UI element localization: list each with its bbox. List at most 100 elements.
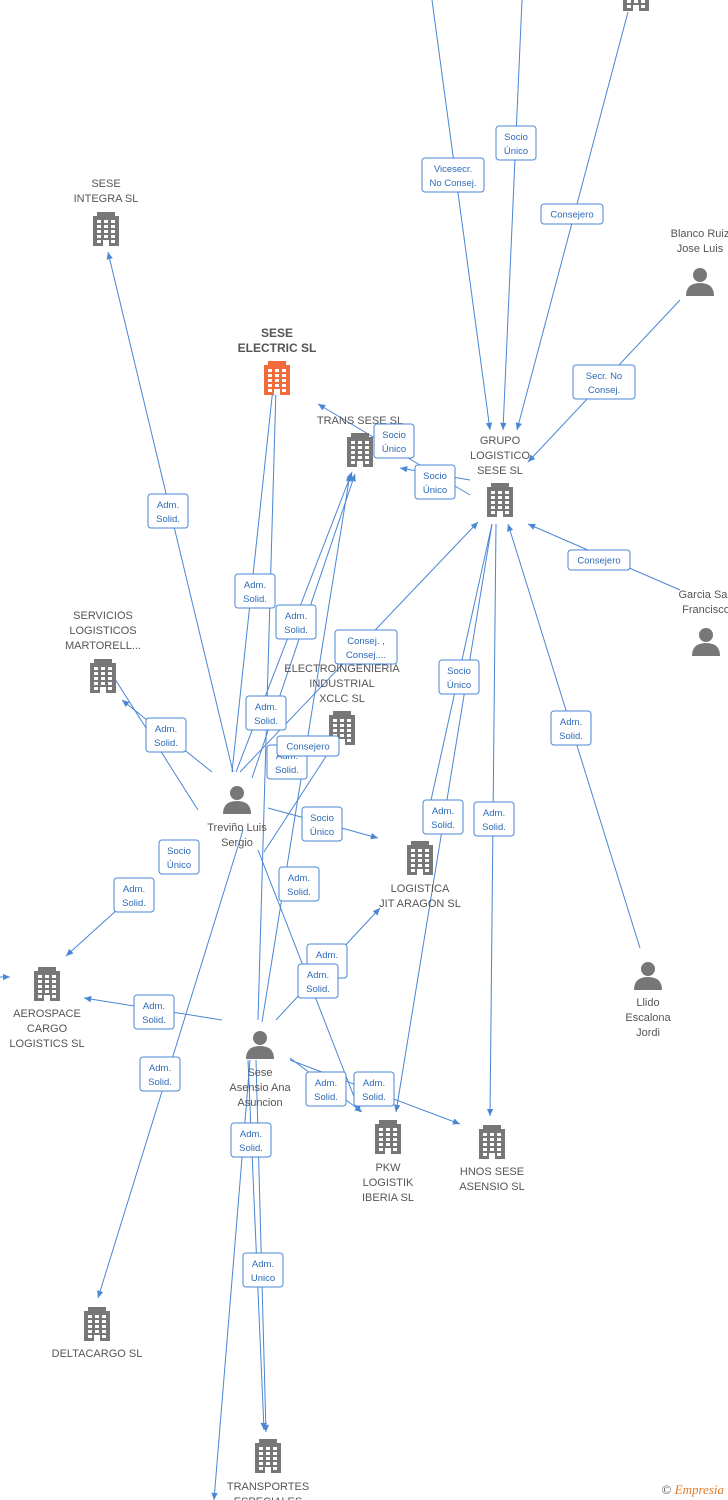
- node-label: Francisco: [682, 604, 728, 616]
- edge-label: Vicesecr. No Consej.: [421, 157, 485, 193]
- building-icon: [90, 659, 116, 693]
- node-label: HNOS SESE: [460, 1166, 524, 1178]
- edge-label: Adm. Solid.: [139, 1056, 181, 1092]
- node-label: MARTORELL...: [65, 640, 141, 652]
- company-node-transportes[interactable]: TRANSPORTESESPECIALES: [227, 1439, 309, 1500]
- edge-label: Consej. ,Consej....: [334, 629, 398, 665]
- edge-label-text: Adm.: [255, 702, 277, 713]
- person-icon: [246, 1031, 274, 1059]
- edge-label-text: Socio: [423, 471, 447, 482]
- node-label: Jose Luis: [677, 243, 724, 255]
- company-node-hnos[interactable]: HNOS SESE ASENSIO SL: [459, 1125, 525, 1193]
- edge-label: Consejero: [276, 735, 340, 757]
- edge-label-text: Consej.: [588, 385, 620, 396]
- edge-label-text: Consej. ,: [347, 636, 385, 647]
- edge-label-text: Solid.: [154, 738, 178, 749]
- edge-label: Adm.Solid.: [275, 604, 317, 640]
- edge-label-text: Solid.: [148, 1077, 172, 1088]
- building-icon: [34, 967, 60, 1001]
- building-icon: [93, 212, 119, 246]
- node-label: ESPECIALES: [234, 1496, 302, 1500]
- edge-label-text: Adm.: [483, 808, 505, 819]
- edge-label: Adm.Solid.: [147, 493, 189, 529]
- edge-label-text: Adm.: [143, 1001, 165, 1012]
- edge-label-text: Solid.: [243, 594, 267, 605]
- person-icon: [634, 962, 662, 990]
- node-label: LOGISTICOS: [69, 625, 136, 637]
- edge-label-text: Solid.: [275, 765, 299, 776]
- edge-label-text: Vicesecr.: [434, 164, 472, 175]
- node-label: INTEGRA SL: [74, 193, 139, 205]
- edge-line: [431, 0, 493, 431]
- node-label: Garcia San: [678, 589, 728, 601]
- edge-label-text: Solid.: [142, 1015, 166, 1026]
- edge-label-text: Socio: [504, 132, 528, 143]
- edge-label: Adm.Solid.: [297, 963, 339, 999]
- node-label: Llido: [636, 997, 659, 1009]
- edge-label-text: No Consej.: [430, 178, 477, 189]
- node-label: Escalona: [625, 1012, 671, 1024]
- edge-label-text: Solid.: [482, 822, 506, 833]
- edge-label-text: Solid.: [559, 731, 583, 742]
- edge-label: Adm. Solid.: [278, 866, 320, 902]
- edge-label-text: Adm.: [149, 1063, 171, 1074]
- edge-label-text: Consejero: [550, 210, 593, 221]
- edge-label-text: Socio: [382, 430, 406, 441]
- company-node-top1[interactable]: [623, 0, 649, 11]
- edge-label-text: Adm.: [288, 873, 310, 884]
- person-node-garcia[interactable]: Garcia SanFrancisco: [678, 589, 728, 656]
- node-label: LOGISTICS SL: [9, 1038, 84, 1050]
- edge-label-text: Solid.: [239, 1143, 263, 1154]
- company-node-deltacargo[interactable]: DELTACARGO SL: [52, 1307, 143, 1360]
- person-icon: [692, 628, 720, 656]
- node-label: JIT ARAGON SL: [379, 898, 461, 910]
- company-node-servicios[interactable]: SERVICIOS LOGISTICOS MARTORELL...: [65, 610, 141, 693]
- edge-label-text: Adm.: [240, 1129, 262, 1140]
- node-label: ASENSIO SL: [459, 1181, 524, 1193]
- edge-label-text: Único: [447, 680, 471, 691]
- building-icon: [347, 433, 373, 467]
- edge-label-text: Adm.: [123, 884, 145, 895]
- node-label: SERVICIOS: [73, 610, 133, 622]
- edge-label-text: Solid.: [287, 887, 311, 898]
- edge-label-text: Único: [382, 444, 406, 455]
- edge-label-text: Socio: [167, 846, 191, 857]
- node-label: LOGISTICO: [470, 450, 530, 462]
- edge-label-text: Adm.: [315, 1078, 337, 1089]
- edge-label-text: Adm.: [252, 1259, 274, 1270]
- edge-label-text: Solid.: [156, 514, 180, 525]
- node-label: SESE: [261, 326, 293, 340]
- building-icon: [407, 841, 433, 875]
- edge-label: Consejero: [540, 203, 604, 225]
- edge-label: Adm. Solid.: [230, 1122, 272, 1158]
- edge-label-text: Consejero: [286, 742, 329, 753]
- node-label: LOGISTIK: [363, 1177, 414, 1189]
- person-icon: [223, 786, 251, 814]
- node-label: Asensio Ana: [229, 1082, 291, 1094]
- edge-label-text: Adm.: [244, 580, 266, 591]
- building-icon: [264, 361, 290, 395]
- edge-label-text: Adm.: [316, 950, 338, 961]
- edge-label: Adm.Solid.: [113, 877, 155, 913]
- node-label: PKW: [375, 1162, 401, 1174]
- edge-label-text: Adm.: [432, 806, 454, 817]
